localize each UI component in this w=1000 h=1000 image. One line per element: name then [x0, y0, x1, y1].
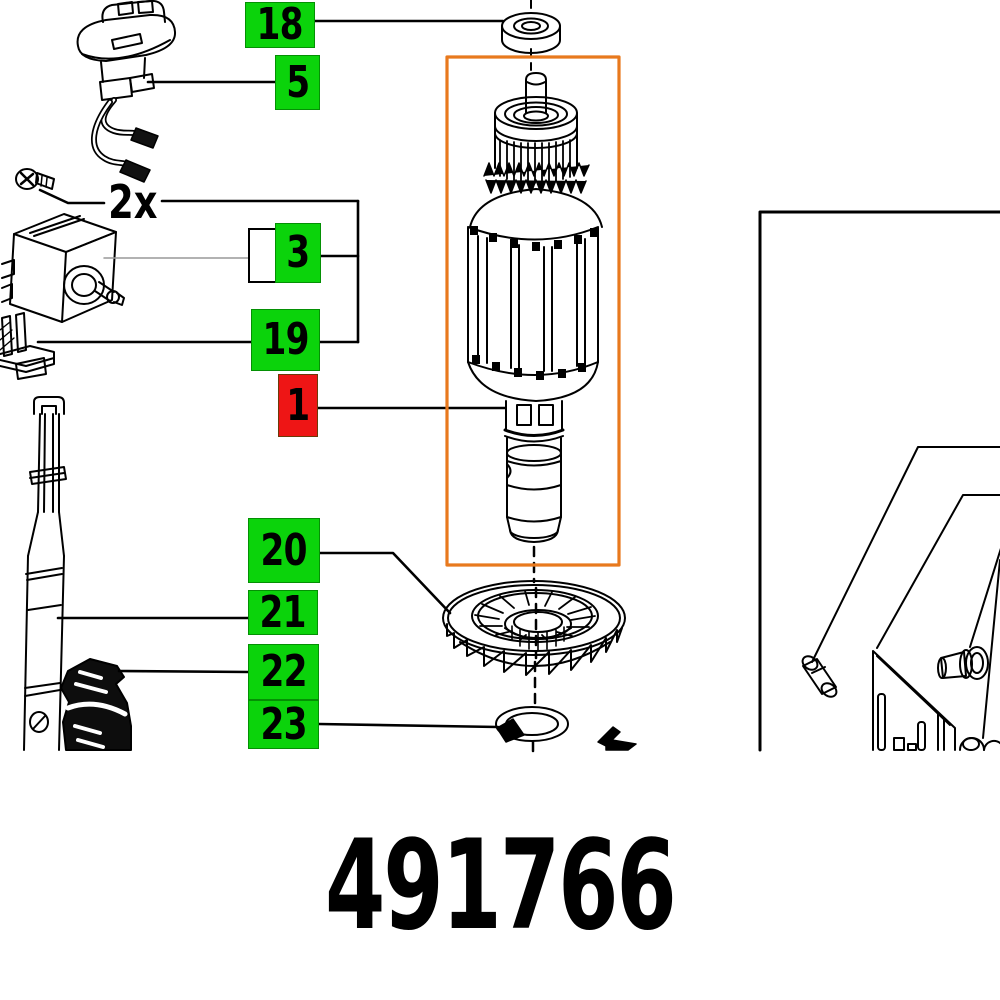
callout-5[interactable]: 5: [275, 55, 320, 110]
callout-19[interactable]: 19: [251, 309, 320, 371]
part-number-text: 491766: [325, 814, 677, 958]
selection-highlight-box: [445, 55, 621, 567]
callout-21-label: 21: [259, 586, 307, 638]
clamping-lever-drawing: [60, 658, 132, 751]
callout-18-label: 18: [256, 0, 304, 50]
lever-arm-drawing: [23, 396, 67, 751]
speed-control-drawing: [1, 213, 125, 323]
callout-20-label: 20: [260, 524, 308, 576]
clipped-part-fragment: [597, 726, 637, 751]
screw-drawing: [15, 168, 55, 190]
quantity-note-text: 2x: [108, 175, 158, 229]
leader-lines: [36, 19, 507, 729]
callout-22[interactable]: 22: [248, 644, 319, 700]
callout-18[interactable]: 18: [245, 2, 315, 48]
callout-22-label: 22: [260, 646, 307, 697]
callout-3[interactable]: 3: [275, 223, 321, 283]
exploded-view-drawing: [0, 0, 1000, 755]
adjacent-diagram: [758, 210, 1000, 752]
callout-23-label: 23: [260, 698, 307, 750]
adjacent-diagram-frame: [758, 210, 1000, 752]
clamp-bracket-drawing: [0, 312, 55, 380]
switch-cable-drawing: [76, 0, 177, 183]
bearing-drawing: [501, 12, 561, 54]
callout-19-label: 19: [262, 314, 309, 365]
callout-20[interactable]: 20: [248, 518, 320, 583]
washer-drawing: [495, 706, 569, 743]
callout-21[interactable]: 21: [248, 590, 318, 635]
callout-1-selected[interactable]: 1: [278, 374, 318, 437]
callout-1-label: 1: [286, 379, 310, 431]
fan-drawing: [442, 580, 626, 676]
part-number: 491766: [0, 824, 1000, 948]
quantity-note: 2x: [103, 175, 163, 229]
callout-5-label: 5: [285, 56, 310, 108]
callout-3-label: 3: [286, 227, 310, 278]
armature-drawing: [467, 72, 603, 543]
callout-23[interactable]: 23: [248, 700, 319, 749]
